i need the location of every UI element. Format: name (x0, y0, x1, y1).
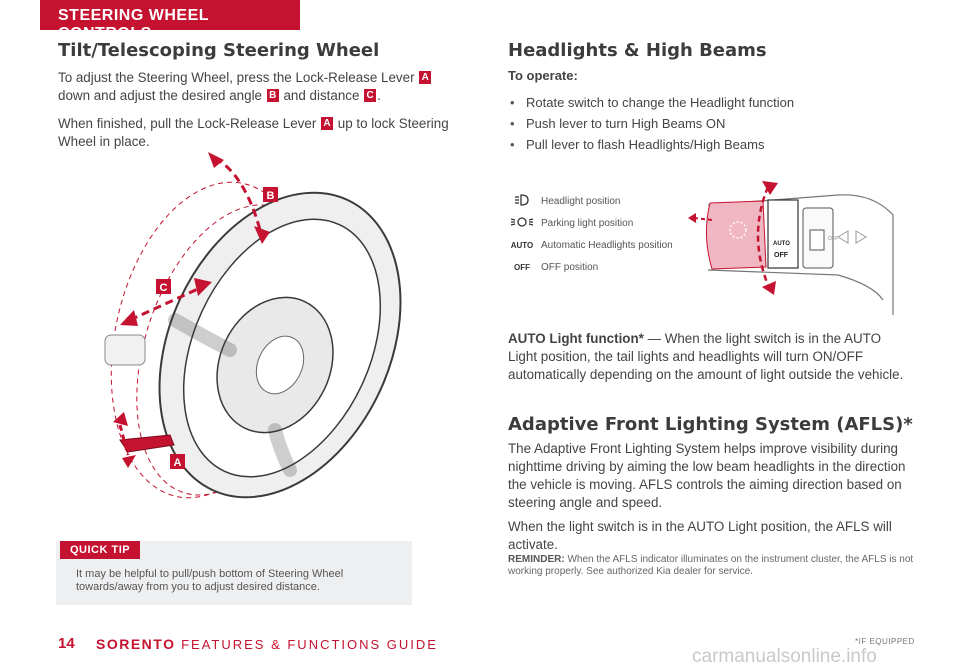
reminder-note: REMINDER: When the AFLS indicator illumi… (508, 554, 914, 577)
tilt-paragraph-1: To adjust the Steering Wheel, press the … (58, 69, 458, 105)
marker-b (263, 187, 278, 202)
headlights-title: Headlights & High Beams (508, 40, 767, 61)
switch-ring (767, 199, 799, 269)
headlights-bullets: Rotate switch to change the Headlight fu… (508, 92, 794, 155)
left-spoke (168, 313, 237, 357)
quick-tip-label: QUICK TIP (60, 541, 141, 559)
arrow-head-a1 (113, 412, 128, 426)
headlight-legend: Headlight position Parking light positio… (505, 190, 673, 278)
turn-signal-arrows (837, 230, 867, 244)
if-equipped-note: *IF EQUIPPED (855, 637, 915, 646)
stalk-body-lower (707, 269, 884, 301)
bullet-item: Push lever to turn High Beams ON (508, 113, 794, 134)
badge-a: A (321, 117, 334, 130)
afls-title: Adaptive Front Lighting System (AFLS)* (508, 414, 913, 435)
legend-row: OFF OFF position (505, 256, 673, 278)
headlight-switch-illustration: AUTO OFF OFF (688, 181, 894, 315)
badge-a: A (419, 71, 432, 84)
column-stalk (104, 334, 146, 366)
marker-a (170, 454, 185, 469)
svg-text:OFF: OFF (828, 236, 838, 242)
auto-symbol: AUTO (510, 240, 534, 250)
arrow-head-b1 (208, 152, 224, 168)
off-symbol: OFF (514, 262, 530, 272)
legend-row: AUTO Automatic Headlights position (505, 234, 673, 256)
lock-release-lever (119, 434, 175, 453)
arrow-lever-a (118, 424, 130, 456)
tilt-paragraph-2: When finished, pull the Lock-Release Lev… (58, 116, 449, 149)
afls-paragraph-2: When the light switch is in the AUTO Lig… (508, 519, 892, 552)
steering-wheel-illustration: B C A (104, 152, 402, 499)
rotate-arrow-head-top (762, 181, 778, 195)
svg-text:B: B (267, 190, 275, 202)
arrow-head-b2 (254, 226, 270, 244)
auto-light-paragraph: AUTO Light function* — When the light sw… (508, 331, 904, 382)
tilt-title: Tilt/Telescoping Steering Wheel (58, 40, 380, 61)
legend-row: Parking light position (505, 212, 673, 234)
watermark: carmanualsonline.info (692, 646, 877, 667)
headlight-symbol-on-switch (729, 221, 747, 239)
svg-text:OFF: OFF (774, 252, 789, 259)
arrow-head-c2 (194, 278, 212, 296)
svg-text:C: C (160, 282, 168, 294)
page-number: 14 (58, 635, 75, 652)
headlight-icon (505, 194, 539, 208)
legend-row: Headlight position (505, 190, 673, 212)
bullet-item: Rotate switch to change the Headlight fu… (508, 92, 794, 113)
bullet-item: Pull lever to flash Headlights/High Beam… (508, 134, 794, 155)
rotate-arrow-head-bottom (762, 281, 776, 295)
stalk-body (707, 194, 894, 315)
hub-logo (255, 335, 305, 395)
badge-c: C (364, 89, 377, 102)
headlights-subtitle: To operate: (508, 68, 578, 83)
badge-b: B (266, 89, 279, 102)
push-pull-arrow (693, 217, 713, 221)
section-tab: STEERING WHEEL CONTROLS (40, 0, 300, 42)
marker-c (156, 279, 171, 294)
rotate-arrow (756, 186, 770, 286)
parking-light-icon (505, 216, 539, 230)
bottom-spoke (268, 423, 297, 477)
quick-tip-text: It may be helpful to pull/push bottom of… (76, 568, 344, 593)
arrow-head-a2 (122, 455, 136, 468)
switch-red-cap (705, 200, 767, 270)
svg-text:A: A (174, 457, 182, 469)
svg-text:AUTO: AUTO (773, 241, 790, 247)
afls-button (809, 229, 825, 251)
push-pull-arrow-head (688, 213, 696, 223)
afls-paragraph-1: The Adaptive Front Lighting System helps… (508, 441, 906, 510)
footer-brand: SORENTO FEATURES & FUNCTIONS GUIDE (96, 636, 438, 652)
arrow-head-c1 (120, 310, 138, 326)
